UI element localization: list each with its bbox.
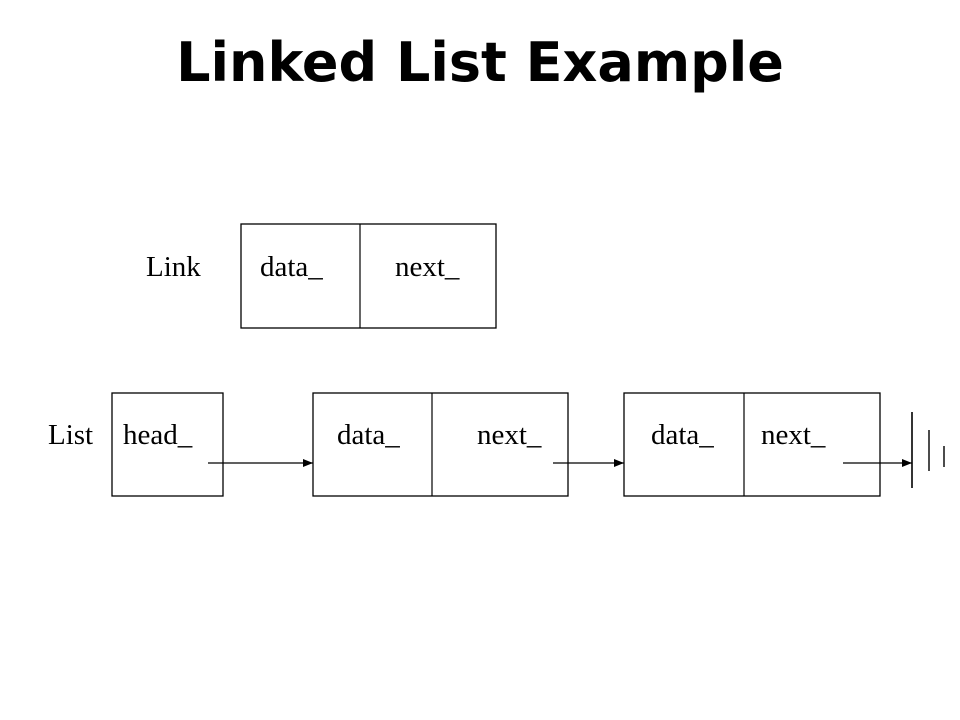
link-struct-next-field: next_ — [395, 251, 460, 283]
node-2-box — [623, 392, 881, 497]
list-node-2: data_ next_ — [623, 392, 912, 497]
list-struct: List head_ — [48, 392, 313, 497]
link-struct-data-field: data_ — [260, 251, 323, 283]
list-struct-label: List — [48, 419, 93, 451]
list-head-box — [111, 392, 224, 497]
page-title: Linked List Example — [176, 31, 784, 94]
node-1-box — [312, 392, 569, 497]
link-struct-label: Link — [146, 251, 201, 283]
list-node-1: data_ next_ — [312, 392, 624, 497]
link-struct-box — [240, 223, 497, 329]
link-struct: Link data_ next_ — [146, 223, 497, 329]
node-2-next-field: next_ — [761, 419, 826, 451]
null-terminator-icon — [911, 412, 945, 488]
list-head-field: head_ — [123, 419, 193, 451]
node-1-next-field: next_ — [477, 419, 542, 451]
node-1-data-field: data_ — [337, 419, 400, 451]
node-2-data-field: data_ — [651, 419, 714, 451]
